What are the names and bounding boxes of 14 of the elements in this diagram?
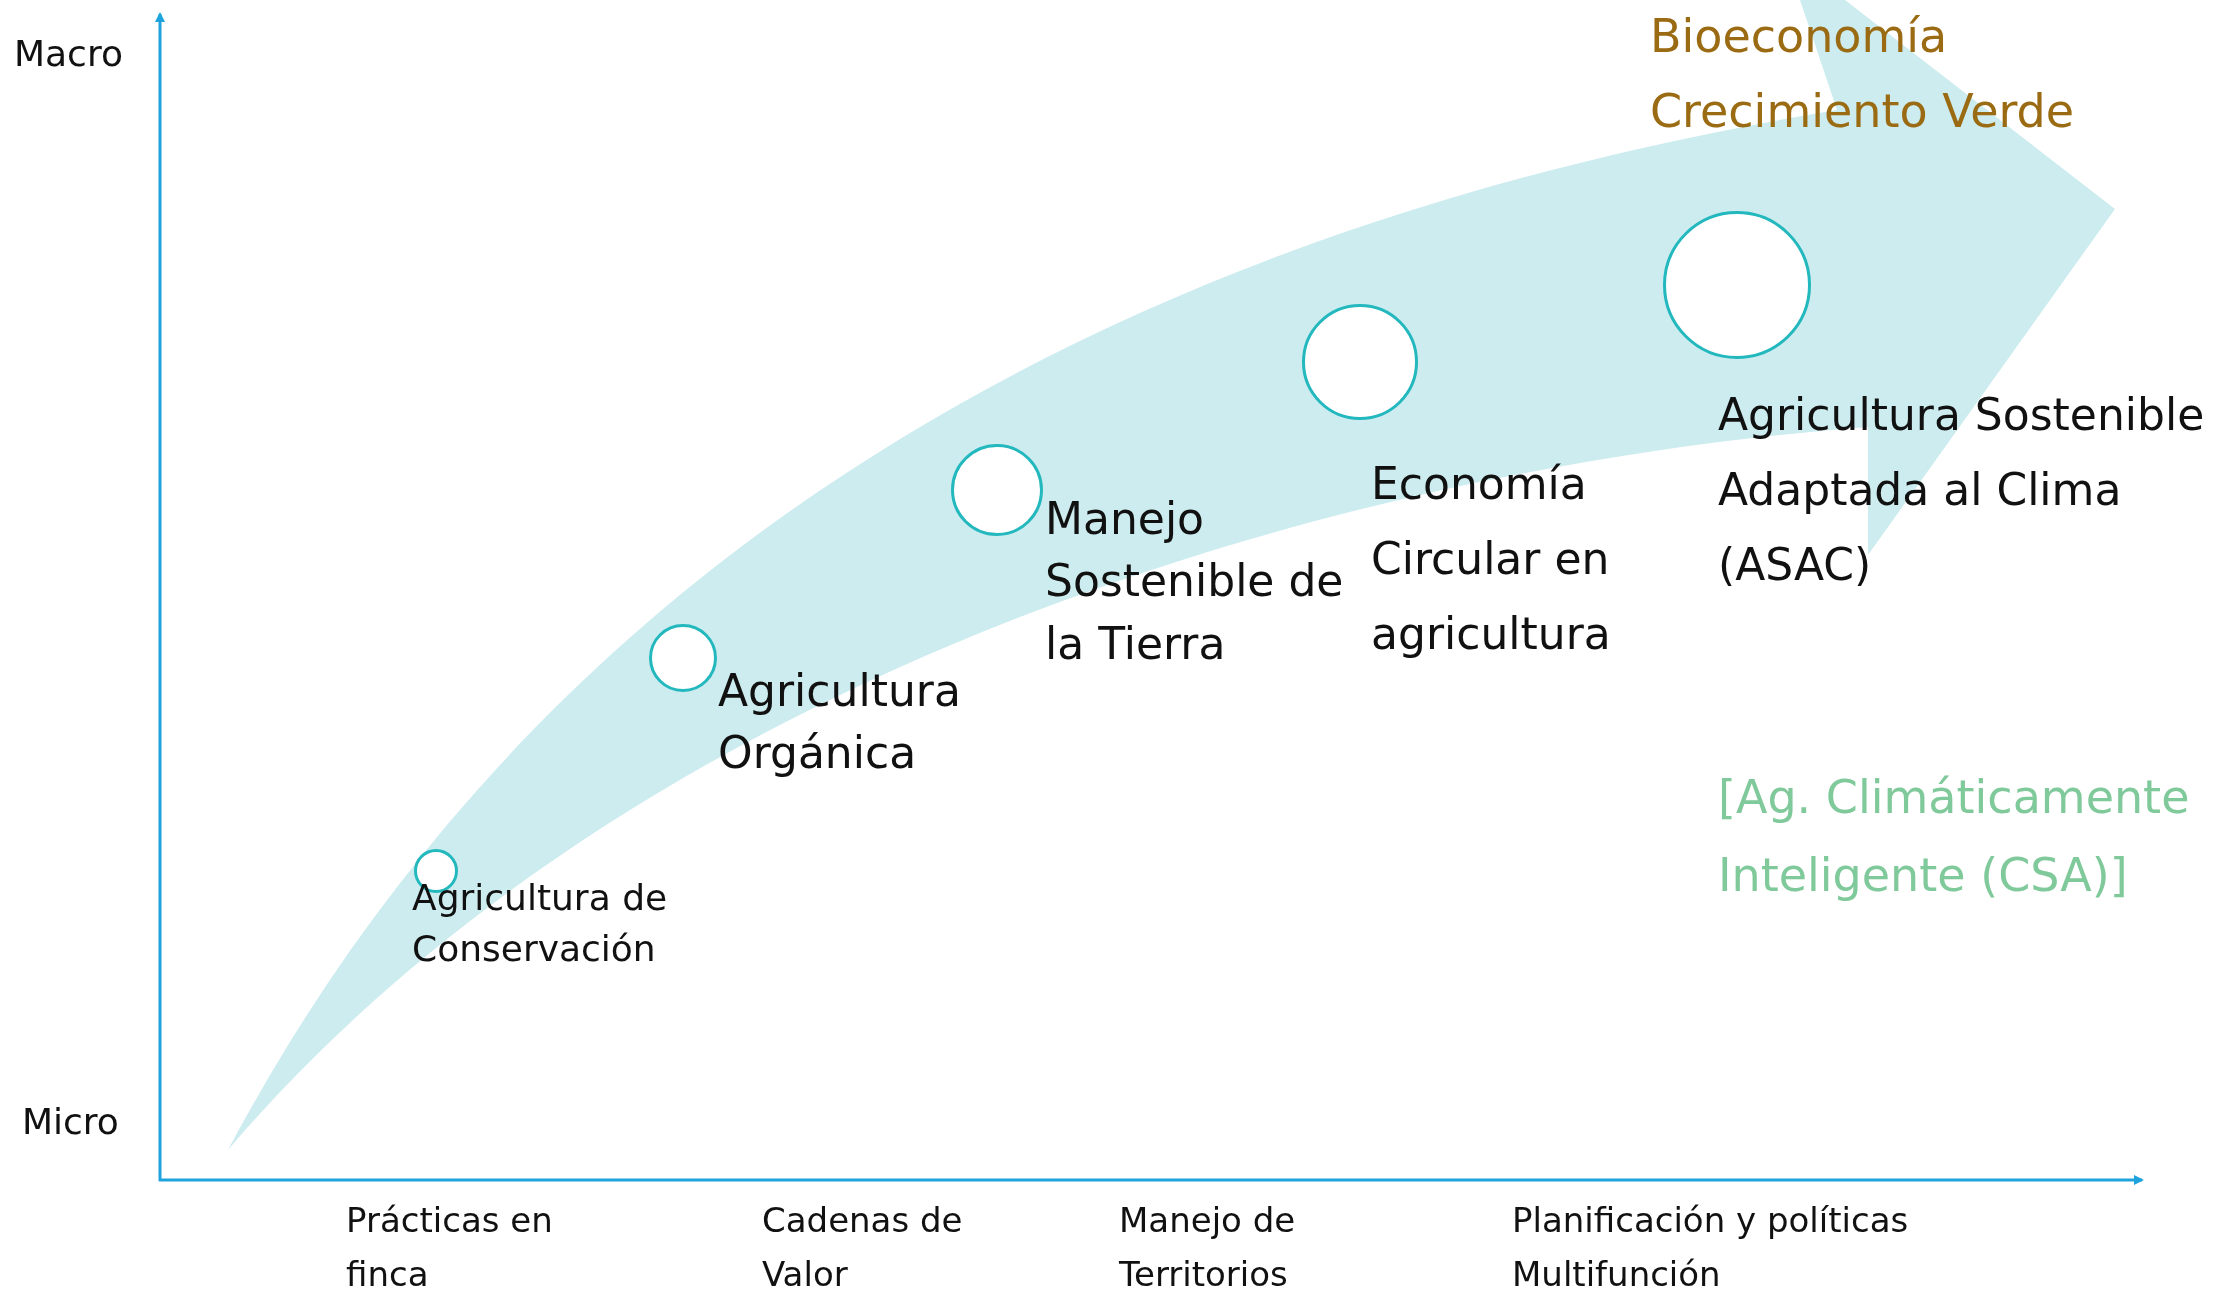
node-label: Economía Circular en agricultura bbox=[1371, 457, 1612, 661]
axis-label: Manejo de Territorios bbox=[1119, 1199, 1297, 1297]
node-label: Manejo Sostenible de la Tierra bbox=[1045, 492, 1345, 671]
axis-label: Cadenas de Valor bbox=[762, 1199, 964, 1297]
node-label: Agricultura Sostenible Adaptada al Clima (ASAC) bbox=[1718, 388, 2206, 592]
heading-text: Bioeconomía bbox=[1650, 8, 1948, 65]
node-label: Agricultura Orgánica bbox=[718, 664, 962, 781]
axis-label: Planificación y políticas Multifunción bbox=[1512, 1199, 1910, 1297]
axis-label: Prácticas en finca bbox=[346, 1199, 554, 1297]
note-text: [Ag. Climáticamente Inteligente (CSA)] bbox=[1718, 769, 2191, 905]
axis-label: Micro bbox=[22, 1100, 119, 1144]
heading-text: Crecimiento Verde bbox=[1650, 83, 2075, 140]
node-label: Agricultura de Conservación bbox=[412, 876, 669, 972]
axis-label: Macro bbox=[14, 32, 123, 76]
